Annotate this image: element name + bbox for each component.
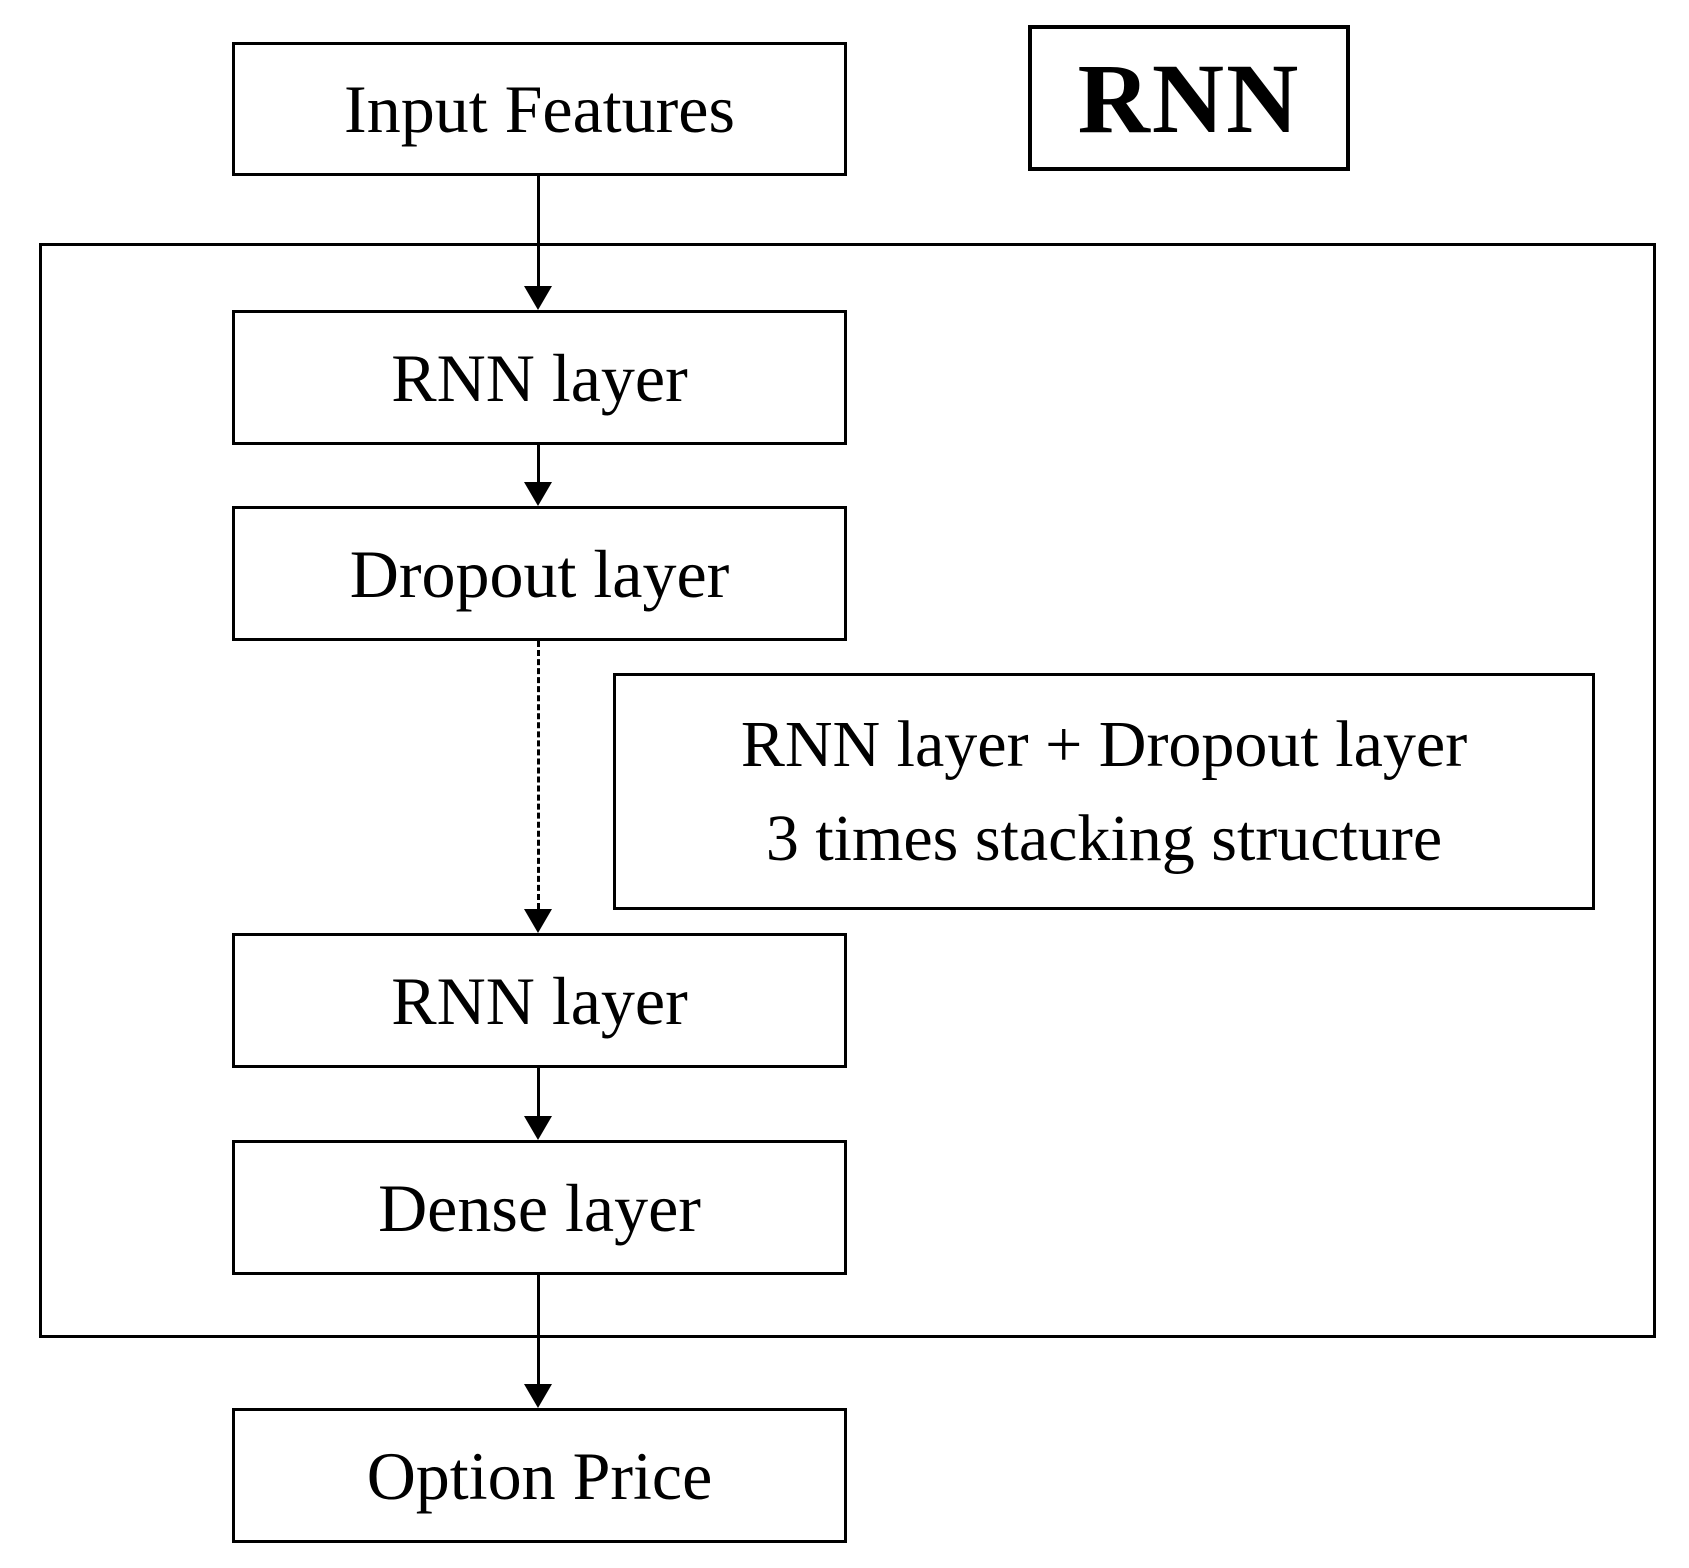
arrow-dense-to-output-line: [537, 1275, 540, 1386]
arrow-dropout-to-rnn2-head: [524, 909, 552, 933]
stacking-annotation-box: RNN layer + Dropout layer 3 times stacki…: [613, 673, 1595, 910]
dense-layer-label: Dense layer: [378, 1169, 701, 1246]
rnn-layer-2-label: RNN layer: [391, 962, 688, 1039]
dropout-layer-node: Dropout layer: [232, 506, 847, 641]
arrow-dense-to-output-head: [524, 1384, 552, 1408]
dense-layer-node: Dense layer: [232, 1140, 847, 1275]
rnn-layer-2-node: RNN layer: [232, 933, 847, 1068]
rnn-title-badge: RNN: [1028, 25, 1350, 171]
dropout-layer-label: Dropout layer: [349, 535, 730, 612]
rnn-layer-1-label: RNN layer: [391, 339, 688, 416]
stacking-annotation-line1: RNN layer + Dropout layer: [740, 707, 1468, 781]
rnn-stack-container-box: [39, 243, 1656, 1338]
input-features-node: Input Features: [232, 42, 847, 176]
input-features-label: Input Features: [344, 71, 735, 147]
rnn-title-label: RNN: [1077, 42, 1301, 154]
stacking-annotation-line2: 3 times stacking structure: [765, 801, 1443, 875]
option-price-node: Option Price: [232, 1408, 847, 1543]
arrow-rnn1-to-dropout-line: [537, 445, 540, 485]
rnn-layer-1-node: RNN layer: [232, 310, 847, 445]
arrow-rnn2-to-dense-head: [524, 1116, 552, 1140]
arrow-rnn1-to-dropout-head: [524, 482, 552, 506]
option-price-label: Option Price: [366, 1437, 713, 1514]
arrow-input-to-rnn1-line: [537, 176, 540, 290]
arrow-rnn2-to-dense-line: [537, 1068, 540, 1119]
arrow-input-to-rnn1-head: [524, 286, 552, 310]
arrow-dropout-to-rnn2-line: [537, 641, 540, 909]
